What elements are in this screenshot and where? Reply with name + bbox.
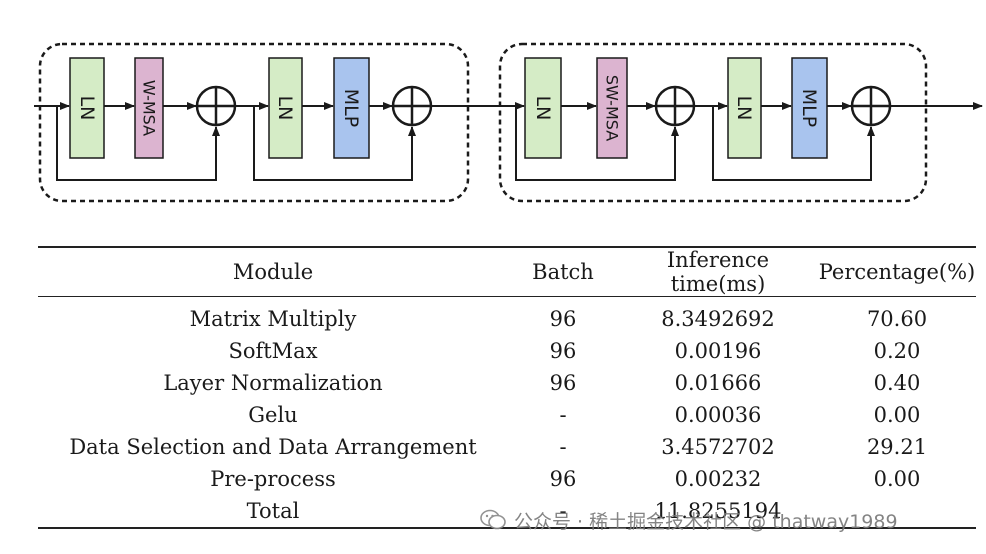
block1-ln2-box xyxy=(268,57,303,159)
cell-module: Total xyxy=(246,499,300,523)
cell-time: 0.00196 xyxy=(674,339,762,363)
header-percentage: Percentage(%) xyxy=(818,260,976,284)
cell-time: 11.8255194 xyxy=(654,499,782,523)
cell-module: Layer Normalization xyxy=(163,371,383,395)
cell-percentage: 0.00 xyxy=(873,467,921,491)
block2-mlp-box xyxy=(791,57,828,159)
block2-ln1-box xyxy=(524,57,562,159)
block1-mlp-box xyxy=(333,57,370,159)
table-row: Gelu - 0.00036 0.00 xyxy=(38,399,976,431)
block1-w-msa-label: W-MSA xyxy=(140,80,159,136)
block2-ln2-label: LN xyxy=(733,96,755,121)
cell-module: Gelu xyxy=(248,403,298,427)
cell-batch: 96 xyxy=(549,467,577,491)
block2-add-node-2 xyxy=(850,85,892,127)
block1-ln2-label: LN xyxy=(274,96,296,121)
block1-ln1-box xyxy=(69,57,105,159)
cell-time: 0.00036 xyxy=(674,403,762,427)
cell-module: Pre-process xyxy=(210,467,336,491)
block1-add-node-2 xyxy=(391,85,433,127)
cell-batch: - xyxy=(559,403,567,427)
cell-percentage: 29.21 xyxy=(866,435,928,459)
block2-container xyxy=(498,42,928,203)
table-row: SoftMax 96 0.00196 0.20 xyxy=(38,335,976,367)
wechat-icon xyxy=(480,509,506,530)
cell-time: 0.00232 xyxy=(674,467,762,491)
cell-percentage: 70.60 xyxy=(866,307,928,331)
block2-mlp-label: MLP xyxy=(798,89,820,127)
cell-percentage: 0.00 xyxy=(873,403,921,427)
cell-percentage: 0.20 xyxy=(873,339,921,363)
cell-percentage: 0.40 xyxy=(873,371,921,395)
block1-mlp-label: MLP xyxy=(340,89,362,127)
cell-time: 3.4572702 xyxy=(661,435,775,459)
cell-batch: - xyxy=(559,435,567,459)
table-row: Matrix Multiply 96 8.3492692 70.60 xyxy=(38,297,976,336)
cell-batch: 96 xyxy=(549,339,577,363)
block2-sw-msa-box xyxy=(596,57,628,159)
table-row: Pre-process 96 0.00232 0.00 xyxy=(38,463,976,495)
header-inference-time: Inference time(ms) xyxy=(666,248,770,296)
block2-sw-msa-label: SW-MSA xyxy=(603,75,622,141)
cell-batch: 96 xyxy=(549,307,577,331)
cell-module: SoftMax xyxy=(228,339,318,363)
block2-ln2-box xyxy=(727,57,762,159)
inference-time-table: Module Batch Inference time(ms) Percenta… xyxy=(38,246,976,529)
table-header-row: Module Batch Inference time(ms) Percenta… xyxy=(38,247,976,297)
table-row: Data Selection and Data Arrangement - 3.… xyxy=(38,431,976,463)
block1-w-msa-box xyxy=(134,57,164,159)
cell-batch: 96 xyxy=(549,371,577,395)
block1-add-node-1 xyxy=(195,85,237,127)
watermark-text: 公众号 · 稀土掘金技术社区 @ thatway1989 xyxy=(514,510,898,533)
cell-module: Matrix Multiply xyxy=(189,307,357,331)
cell-time: 0.01666 xyxy=(674,371,762,395)
block1-ln1-label: LN xyxy=(76,96,98,121)
block1-container xyxy=(38,42,470,203)
header-module: Module xyxy=(232,260,314,284)
block2-ln1-label: LN xyxy=(532,96,554,121)
inference-time-table-container: Module Batch Inference time(ms) Percenta… xyxy=(38,246,976,529)
table-row: Layer Normalization 96 0.01666 0.40 xyxy=(38,367,976,399)
watermark: 公众号 · 稀土掘金技术社区 @ thatway1989 xyxy=(480,500,980,540)
cell-batch: - xyxy=(559,499,567,523)
block2-add-node-1 xyxy=(654,85,696,127)
header-batch: Batch xyxy=(532,260,594,284)
cell-time: 8.3492692 xyxy=(661,307,775,331)
swin-transformer-block-diagram: LN W-MSA LN MLP LN SW-MSA LN MLP xyxy=(34,42,983,203)
table-row-total: Total - 11.8255194 xyxy=(38,495,976,528)
cell-module: Data Selection and Data Arrangement xyxy=(69,435,477,459)
